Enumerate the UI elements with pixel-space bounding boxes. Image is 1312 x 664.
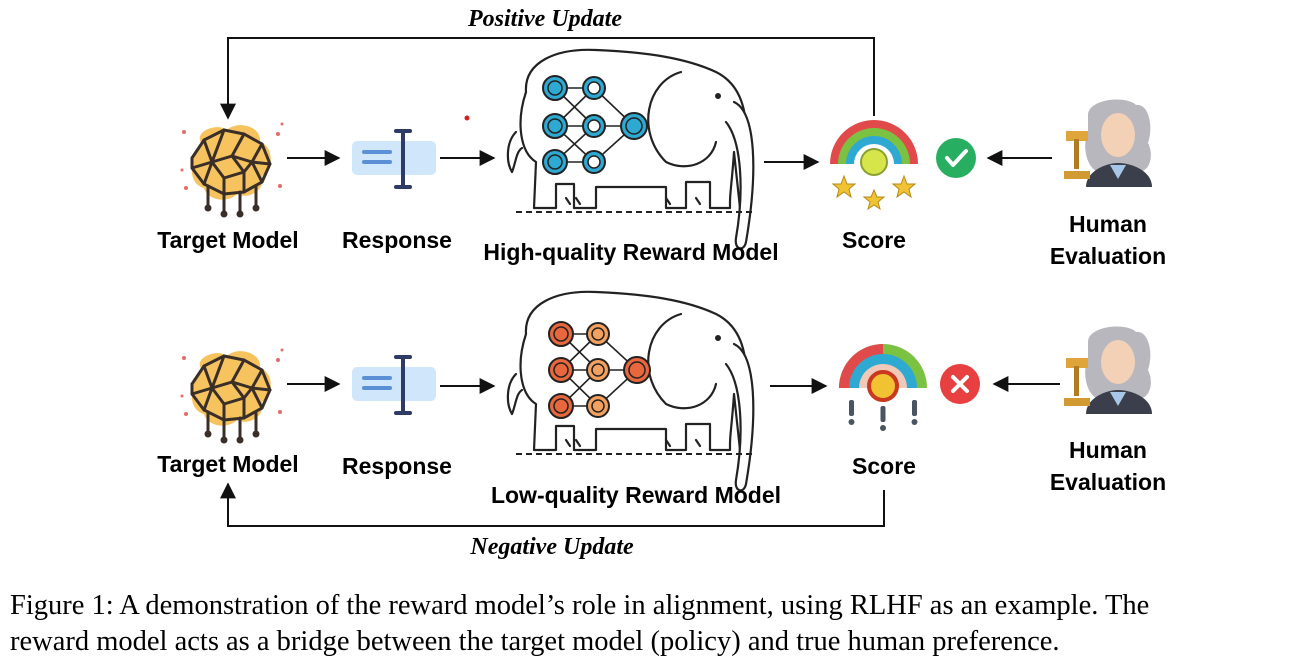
caption-line-1: Figure 1: A demonstration of the reward … [10, 590, 1150, 621]
judge-human-icon [1064, 326, 1152, 414]
positive-update-arrow [220, 37, 875, 120]
top-row: Positive Update Target Model Response [157, 6, 1166, 269]
score-gauge-warning-icon [839, 344, 927, 431]
neural-network-icon [548, 321, 651, 419]
target-model-brain-icon [179, 347, 285, 445]
neural-network-icon [542, 75, 648, 175]
human-label-line1: Human [1069, 211, 1147, 237]
caption-line-2: reward model acts as a bridge between th… [10, 626, 1060, 657]
score-gauge-icon [830, 120, 918, 211]
response-document-icon [350, 355, 438, 415]
figure-caption: Figure 1: A demonstration of the reward … [10, 588, 1310, 660]
elephant-icon [506, 290, 758, 492]
score-label: Score [852, 453, 916, 479]
judge-human-icon [1064, 99, 1152, 187]
bottom-row: Negative Update Target Model Response [157, 290, 1166, 560]
human-label-line2: Evaluation [1050, 469, 1166, 495]
target-model-brain-icon [179, 121, 285, 219]
score-label: Score [842, 227, 906, 253]
positive-update-label: Positive Update [467, 6, 622, 32]
target-model-label: Target Model [157, 451, 298, 477]
negative-update-label: Negative Update [469, 534, 634, 560]
response-label: Response [342, 227, 452, 253]
low-quality-reward-model-label: Low-quality Reward Model [491, 482, 781, 508]
target-model-label: Target Model [157, 227, 298, 253]
negative-update-arrow [220, 482, 885, 527]
response-label: Response [342, 453, 452, 479]
cross-icon [940, 364, 980, 404]
stray-dot [464, 115, 470, 121]
human-label-line2: Evaluation [1050, 243, 1166, 269]
response-document-icon [350, 129, 438, 189]
check-icon [936, 138, 976, 178]
human-label-line1: Human [1069, 437, 1147, 463]
high-quality-reward-model-label: High-quality Reward Model [483, 239, 778, 265]
